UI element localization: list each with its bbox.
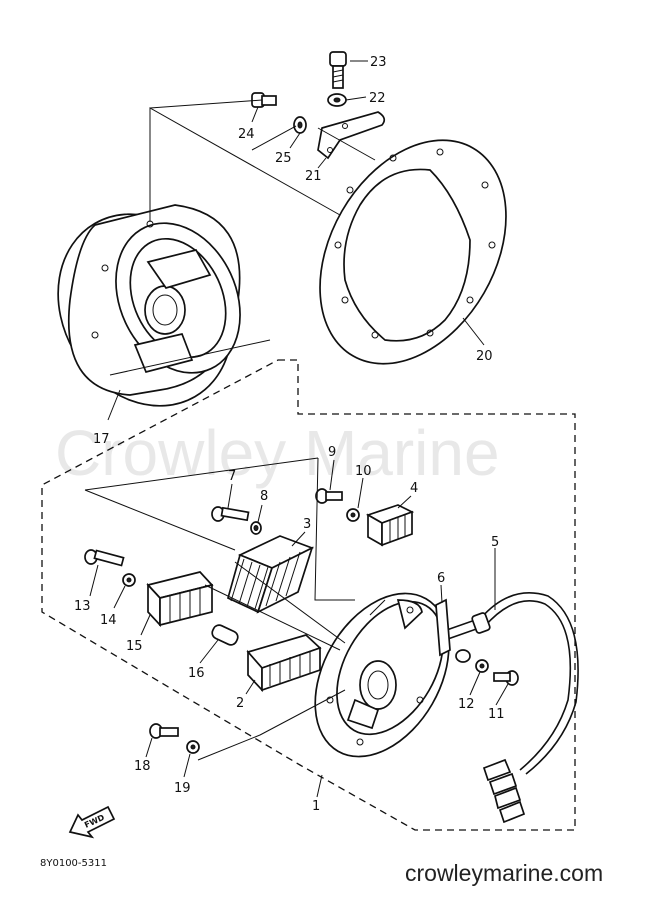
spacer-16: [211, 624, 239, 646]
washer-19: [186, 740, 200, 754]
coil-4: [365, 504, 415, 547]
watermark-text: Crowley Marine: [55, 417, 500, 489]
callout-7: 7: [228, 469, 236, 484]
callout-14: 14: [100, 613, 117, 628]
flywheel: [57, 204, 241, 407]
callout-19: 19: [174, 781, 191, 796]
callout-16: 16: [188, 666, 205, 681]
drawing-code: 8Y0100-5311: [40, 858, 107, 869]
callout-20: 20: [476, 349, 493, 364]
mounting-ring: [319, 139, 507, 365]
callout-21: 21: [305, 169, 322, 184]
screw-7: [211, 506, 250, 522]
washer-14: [122, 573, 136, 587]
screw-18: [149, 723, 179, 739]
screw-13: [84, 549, 125, 567]
assembly-line-lower: [84, 339, 386, 761]
bracket: [317, 111, 386, 160]
callout-1: 1: [312, 799, 320, 814]
assembly-line-upper: [149, 99, 376, 222]
callout-12: 12: [458, 697, 475, 712]
callout-24: 24: [238, 127, 255, 142]
screw-9: [315, 488, 343, 504]
callout-2: 2: [236, 696, 244, 711]
washer-22: [327, 93, 347, 107]
callout-6: 6: [437, 571, 445, 586]
bolt-23: [329, 51, 347, 89]
callout-18: 18: [134, 759, 151, 774]
callout-8: 8: [260, 489, 268, 504]
stator-base: [314, 592, 450, 758]
callout-22: 22: [369, 91, 386, 106]
screw-11: [493, 670, 519, 686]
connector-6: [435, 598, 471, 663]
assembly-outline: [41, 359, 576, 831]
washer-25: [293, 116, 307, 134]
coil-3: [226, 535, 315, 614]
coil-2: [246, 634, 322, 693]
callout-13: 13: [74, 599, 91, 614]
lead-harness: [440, 592, 579, 824]
callout-5: 5: [491, 535, 499, 550]
washer-8: [250, 521, 262, 535]
callout-23: 23: [370, 55, 387, 70]
callout-9: 9: [328, 445, 336, 460]
callout-4: 4: [410, 481, 418, 496]
callout-10: 10: [355, 464, 372, 479]
fwd-arrow-icon: FWD: [68, 805, 116, 839]
callout-3: 3: [303, 517, 311, 532]
washer-12: [475, 659, 489, 673]
coil-15: [146, 571, 214, 628]
callout-leaders: [89, 60, 509, 798]
callout-15: 15: [126, 639, 143, 654]
callout-17: 17: [93, 432, 110, 447]
site-credit: crowleymarine.com: [405, 860, 603, 886]
callout-25: 25: [275, 151, 292, 166]
washer-10: [346, 508, 360, 522]
callout-11: 11: [488, 707, 505, 722]
